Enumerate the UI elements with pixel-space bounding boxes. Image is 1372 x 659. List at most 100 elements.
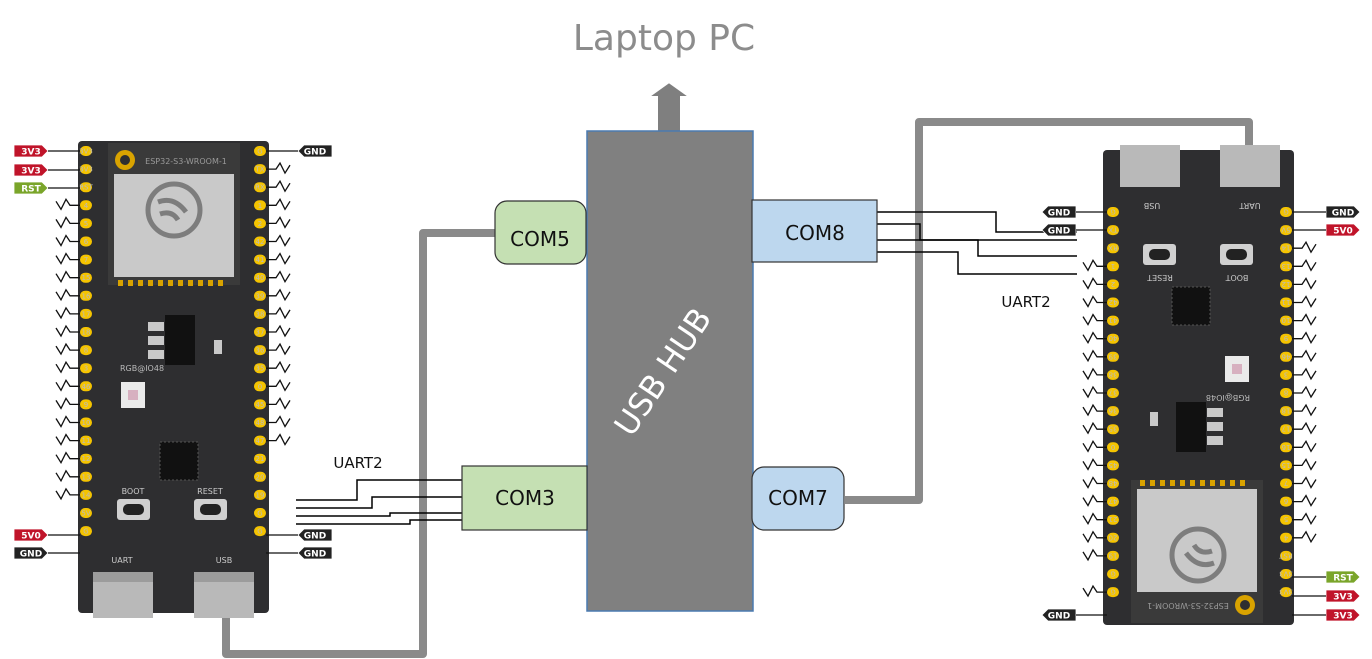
tag-gnd-label: GND bbox=[1048, 612, 1070, 622]
no-connect-icon bbox=[1292, 295, 1317, 308]
right-board-left-pin bbox=[1107, 261, 1119, 272]
left-usb-connector[interactable] bbox=[194, 582, 254, 618]
left-board-right-pin-label: 19 bbox=[256, 491, 265, 499]
no-connect-icon bbox=[1082, 331, 1107, 345]
no-connect-icon bbox=[1292, 421, 1317, 435]
right-board-left-pin-label: G bbox=[1110, 588, 1115, 596]
left-boot-label: BOOT bbox=[122, 487, 145, 496]
tag-gnd-label: GND bbox=[1332, 209, 1354, 219]
no-connect-icon bbox=[55, 397, 80, 410]
uart-wires-right bbox=[877, 211, 1077, 275]
right-led-label: RGB@IO48 bbox=[1206, 393, 1250, 402]
no-connect-icon bbox=[266, 342, 291, 356]
right-usb-connector[interactable] bbox=[1120, 145, 1180, 187]
no-connect-icon bbox=[55, 198, 80, 211]
tag-3v3-label: 3V3 bbox=[1333, 593, 1353, 603]
no-connect-icon bbox=[1082, 385, 1107, 399]
com5-port[interactable] bbox=[494, 200, 587, 265]
right-board-left-pin bbox=[1107, 388, 1119, 398]
right-board-left-pin-label: 1 bbox=[1111, 262, 1115, 270]
no-connect-icon bbox=[1082, 494, 1107, 507]
com3-port[interactable] bbox=[461, 465, 588, 531]
no-connect-icon bbox=[266, 379, 291, 392]
right-board-left-pin-label: 0 bbox=[1111, 443, 1115, 451]
left-uart-connector[interactable] bbox=[93, 582, 153, 618]
tag-gnd-label: GND bbox=[20, 550, 42, 560]
left-board-right-pin bbox=[254, 345, 266, 356]
right-board-left-pin-label: 36 bbox=[1108, 407, 1117, 415]
left-board-left-pin-label: 12 bbox=[82, 455, 91, 463]
left-board-left-pin-label: 11 bbox=[82, 437, 91, 445]
com7-port[interactable] bbox=[751, 466, 845, 531]
right-board-right-pin-label: 18 bbox=[1282, 407, 1291, 415]
right-module-label: ESP32-S3-WROOM-1 bbox=[1147, 601, 1229, 610]
left-board-right-pin-label: 40 bbox=[256, 274, 265, 282]
left-board-right-pin bbox=[254, 164, 266, 175]
right-board-right-pin-label: 12 bbox=[1282, 280, 1291, 288]
left-board-left-pin-label: 7 bbox=[84, 256, 88, 264]
no-connect-icon bbox=[1082, 277, 1107, 290]
left-board-left-pin-label: 10 bbox=[82, 419, 91, 427]
left-board-right-pin-label: 2 bbox=[258, 220, 262, 228]
left-board-right-pin bbox=[254, 489, 266, 500]
right-reset-label: RESET bbox=[1147, 273, 1173, 282]
left-board-left-pin-label: 14 bbox=[82, 491, 91, 499]
cable-left-usb-to-com5 bbox=[222, 229, 496, 658]
left-board-left-pin bbox=[80, 399, 92, 410]
right-board-right-pin bbox=[1280, 315, 1292, 326]
tag-3v3 bbox=[13, 163, 49, 177]
no-connect-icon bbox=[1082, 530, 1107, 544]
no-connect-icon bbox=[1292, 277, 1317, 290]
no-connect-icon bbox=[55, 469, 80, 483]
left-board-left-pin-label: 6 bbox=[84, 238, 89, 246]
left-board-right-pin bbox=[254, 471, 266, 482]
right-board-right-pin-label: 6 bbox=[1283, 497, 1288, 505]
no-connect-icon bbox=[55, 324, 80, 338]
cable-right-uart-to-com7 bbox=[845, 118, 1253, 504]
left-board-left-pin bbox=[80, 435, 92, 446]
left-board-left-pin-label: 16 bbox=[82, 292, 91, 300]
no-connect-icon bbox=[266, 161, 291, 175]
left-board-right-pin-label: 38 bbox=[256, 310, 265, 318]
left-board-right-pin bbox=[254, 526, 266, 537]
left-board-left-pin bbox=[80, 363, 92, 374]
left-board-right-pin-label: 41 bbox=[256, 256, 265, 264]
left-board-left-pin bbox=[80, 508, 92, 518]
left-board-right-pin bbox=[254, 218, 266, 229]
left-board-left-pin bbox=[80, 526, 92, 537]
uart2-label-left: UART2 bbox=[333, 454, 382, 472]
no-connect-icon bbox=[1082, 367, 1107, 381]
left-board-left-pin-label: 5 bbox=[84, 220, 88, 228]
no-connect-icon bbox=[1292, 240, 1317, 254]
right-board-right-pin-label: 11 bbox=[1282, 298, 1291, 306]
right-esp32-board: USB UART RESET BOOT RGB@IO48 ESP32-S3-WR… bbox=[1082, 145, 1317, 625]
tag-5v0 bbox=[1325, 223, 1361, 237]
left-board-right-pin bbox=[254, 272, 266, 283]
com3-label: COM3 bbox=[495, 486, 555, 510]
right-board-left-pin bbox=[1107, 315, 1119, 326]
tag-3v3 bbox=[13, 144, 49, 158]
right-board-right-pin-label: 3V3 bbox=[1279, 570, 1293, 578]
right-regulator bbox=[1176, 402, 1206, 452]
right-board-right-pin bbox=[1280, 532, 1292, 543]
right-board-left-pin-label: 2 bbox=[1111, 280, 1115, 288]
no-connect-icon bbox=[55, 451, 80, 465]
tag-rst-label: RST bbox=[21, 185, 41, 195]
left-board-right-pin-label: RX bbox=[255, 184, 265, 192]
no-connect-icon bbox=[1292, 494, 1317, 507]
no-connect-icon bbox=[1292, 259, 1317, 272]
right-board-right-pin-label: G bbox=[1283, 208, 1288, 216]
right-board-left-pin bbox=[1107, 514, 1119, 525]
no-connect-icon bbox=[266, 397, 291, 410]
right-board-left-pin bbox=[1107, 532, 1119, 543]
left-board-left-pin-label: 15 bbox=[82, 274, 91, 282]
no-connect-icon bbox=[1292, 440, 1317, 453]
left-board-left-pin bbox=[80, 327, 92, 337]
right-board-left-pin-label: RX bbox=[1108, 244, 1118, 252]
right-board-left-pin-label: 41 bbox=[1109, 316, 1118, 324]
right-uart-connector[interactable] bbox=[1220, 145, 1280, 187]
left-board-right-pin bbox=[254, 417, 266, 428]
com8-port[interactable] bbox=[751, 199, 878, 263]
no-connect-icon bbox=[266, 198, 291, 211]
left-board-left-pin-label: 4 bbox=[84, 202, 89, 210]
